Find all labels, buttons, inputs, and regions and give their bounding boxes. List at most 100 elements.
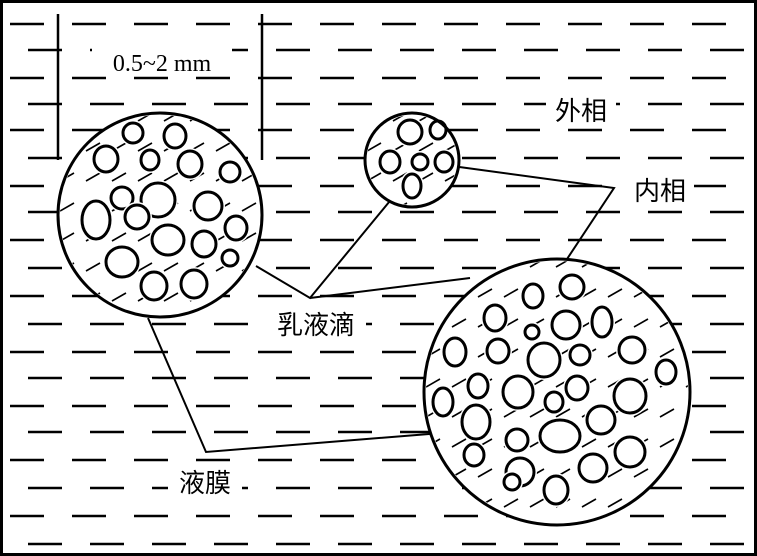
inner-phase-droplet xyxy=(558,273,586,301)
inner-phase-droplet xyxy=(460,403,492,441)
hatch-stroke xyxy=(163,115,179,122)
inner-phase-droplet xyxy=(378,149,402,175)
hatch-stroke xyxy=(137,115,153,122)
hatch-stroke xyxy=(659,348,675,358)
inner-phase-droplet xyxy=(442,336,468,368)
inner-phase-droplet xyxy=(521,282,545,310)
hatch-stroke xyxy=(477,468,493,478)
membrane-label: 液膜 xyxy=(179,469,231,499)
droplet-label-bg xyxy=(266,306,366,342)
inner-phase-droplet xyxy=(433,150,455,174)
inner-phase-droplet xyxy=(612,377,648,415)
inner-phase-droplet xyxy=(223,214,249,242)
hatch-stroke xyxy=(581,288,597,298)
droplet-outline xyxy=(56,111,264,319)
inner-phase-droplet xyxy=(585,404,617,436)
inner-phase-droplet xyxy=(410,152,430,172)
inner-phase-droplet xyxy=(543,390,565,414)
inner-phase-droplet xyxy=(654,358,678,386)
inner-phase-droplet xyxy=(139,181,177,219)
droplet-outline xyxy=(363,111,461,209)
hatch-stroke xyxy=(451,378,467,388)
size-label: 0.5~2 mm xyxy=(113,51,212,77)
inner-phase-droplet xyxy=(396,118,424,146)
inner-phase-droplet xyxy=(121,121,145,145)
hatch-stroke xyxy=(633,468,649,478)
inner-phase-droplet xyxy=(150,223,186,257)
inner-phase-droplet xyxy=(485,337,511,365)
hatch-stroke xyxy=(85,172,101,182)
hatch-stroke xyxy=(503,498,519,508)
hatch-stroke xyxy=(529,261,545,268)
inner-phase-droplet xyxy=(162,122,188,150)
inner-phase-droplet xyxy=(104,245,140,279)
hatch-stroke xyxy=(137,172,153,182)
inner-phase-droplet xyxy=(613,435,647,469)
hatch-stroke xyxy=(367,142,382,152)
droplet-right xyxy=(422,257,692,527)
hatch-stroke xyxy=(85,262,101,272)
hatch-stroke xyxy=(607,498,623,508)
droplet-leader-line-2 xyxy=(309,277,471,299)
inner-phase-droplet xyxy=(501,374,535,410)
inner-phase-droplet xyxy=(564,374,590,402)
outer-phase-dashes xyxy=(10,22,744,546)
inner-phase-droplet xyxy=(550,309,582,341)
inner-phase-droplet xyxy=(482,303,508,333)
hatch-stroke xyxy=(451,318,467,328)
hatch-stroke xyxy=(85,142,101,152)
membrane-label-bg xyxy=(168,464,242,500)
hatch-stroke xyxy=(633,408,649,418)
hatch-stroke xyxy=(392,115,408,122)
inner-phase-droplet xyxy=(617,335,647,365)
inner-phase-droplet xyxy=(190,229,218,259)
hatch-stroke xyxy=(111,292,127,302)
inner-phase-droplet xyxy=(192,190,224,222)
hatch-stroke xyxy=(111,232,127,242)
droplet-label: 乳液滴 xyxy=(277,311,355,341)
inner-phase-droplet xyxy=(179,268,209,300)
hatch-stroke xyxy=(392,202,408,205)
inner-phase-droplet xyxy=(568,343,592,367)
hatch-stroke xyxy=(659,408,675,418)
droplet-outline xyxy=(422,257,692,527)
inner-phase-droplet xyxy=(123,203,151,231)
size-tube xyxy=(56,14,264,160)
inner-phase-droplet xyxy=(466,372,490,400)
size-label-bg xyxy=(92,46,232,76)
hatch-stroke xyxy=(60,202,75,212)
hatch-stroke xyxy=(451,438,467,448)
inner-phase-droplet xyxy=(523,323,541,341)
inner-phase-droplet xyxy=(538,418,582,454)
outer-phase-label-bg xyxy=(546,92,616,126)
hatch-stroke xyxy=(607,468,623,478)
inner-phase-droplet xyxy=(526,341,562,379)
inner-phase-droplet xyxy=(176,149,204,179)
hatch-stroke xyxy=(163,292,179,302)
inner-phase-droplet xyxy=(80,199,112,241)
hatch-stroke xyxy=(529,498,545,508)
inner-phase-droplet xyxy=(139,270,169,302)
hatch-stroke xyxy=(137,142,153,152)
hatch-stroke xyxy=(215,142,231,152)
hatch-stroke xyxy=(581,498,597,508)
inner-phase-droplet xyxy=(92,144,120,174)
inner-phase-droplet xyxy=(109,185,135,211)
hatch-stroke xyxy=(607,288,623,298)
hatch-stroke xyxy=(477,288,493,298)
inner-phase-droplet xyxy=(590,305,614,339)
membrane-leader-line xyxy=(147,317,455,454)
hatch-stroke xyxy=(163,262,179,272)
hatch-stroke xyxy=(503,288,519,298)
hatch-stroke xyxy=(659,438,675,448)
emulsion-droplets xyxy=(56,111,692,527)
hatch-stroke xyxy=(633,318,649,328)
hatch-stroke xyxy=(426,378,441,388)
inner-phase-label: 内相 xyxy=(634,177,686,207)
inner-phase-droplet xyxy=(577,452,609,484)
outer-phase-label: 外相 xyxy=(555,97,607,127)
hatch-stroke xyxy=(163,172,179,182)
droplet-small xyxy=(363,111,461,209)
hatch-stroke xyxy=(137,262,153,272)
